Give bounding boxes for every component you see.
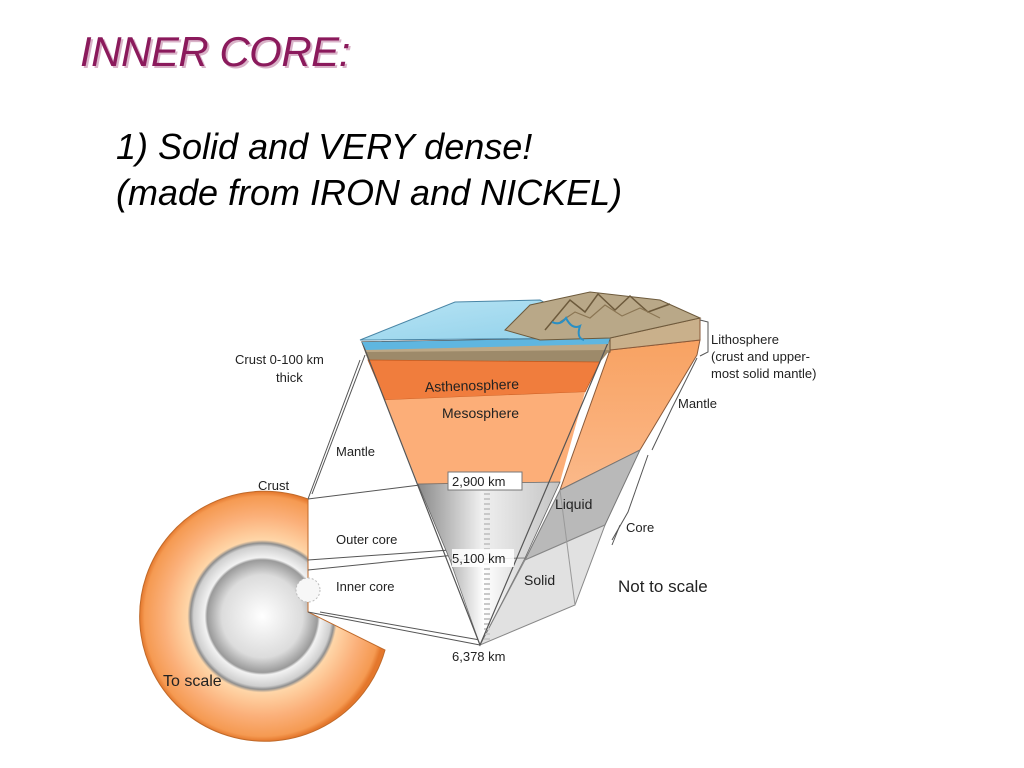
label-lithosphere-1: Lithosphere — [711, 332, 779, 347]
slide-title: INNER CORE: — [80, 28, 350, 75]
label-depth-5100: 5,100 km — [452, 551, 505, 566]
label-depth-6378: 6,378 km — [452, 649, 505, 664]
label-asthenosphere: Asthenosphere — [425, 376, 520, 395]
label-solid: Solid — [524, 572, 555, 588]
bullet-line-1: 1) Solid and VERY dense! — [116, 126, 533, 167]
diagram-labels: Crust 0-100 km thick Mantle Crust Outer … — [163, 332, 816, 690]
right-brackets — [611, 319, 709, 546]
label-not-to-scale: Not to scale — [618, 577, 708, 596]
label-mantle-right: Mantle — [678, 396, 717, 411]
label-liquid: Liquid — [555, 496, 592, 512]
label-to-scale: To scale — [163, 673, 222, 690]
label-lithosphere-2: (crust and upper- — [711, 349, 810, 364]
label-mesosphere: Mesosphere — [442, 405, 519, 421]
label-depth-2900: 2,900 km — [452, 474, 505, 489]
label-lithosphere-3: most solid mantle) — [711, 366, 816, 381]
label-crust: Crust — [258, 478, 289, 493]
block-right-faces — [478, 317, 701, 647]
label-crust-thickness-1: Crust 0-100 km — [235, 352, 324, 367]
to-scale-sphere — [139, 490, 386, 742]
label-mantle-left: Mantle — [336, 444, 375, 459]
label-inner-core: Inner core — [336, 579, 395, 594]
bullet-text: 1) Solid and VERY dense! (made from IRON… — [116, 124, 622, 216]
connector-lines — [307, 354, 481, 646]
label-core: Core — [626, 520, 654, 535]
bullet-line-2: (made from IRON and NICKEL) — [116, 172, 623, 213]
label-outer-core: Outer core — [336, 532, 397, 547]
block-top-surface — [359, 291, 702, 350]
label-crust-thickness-2: thick — [276, 370, 303, 385]
